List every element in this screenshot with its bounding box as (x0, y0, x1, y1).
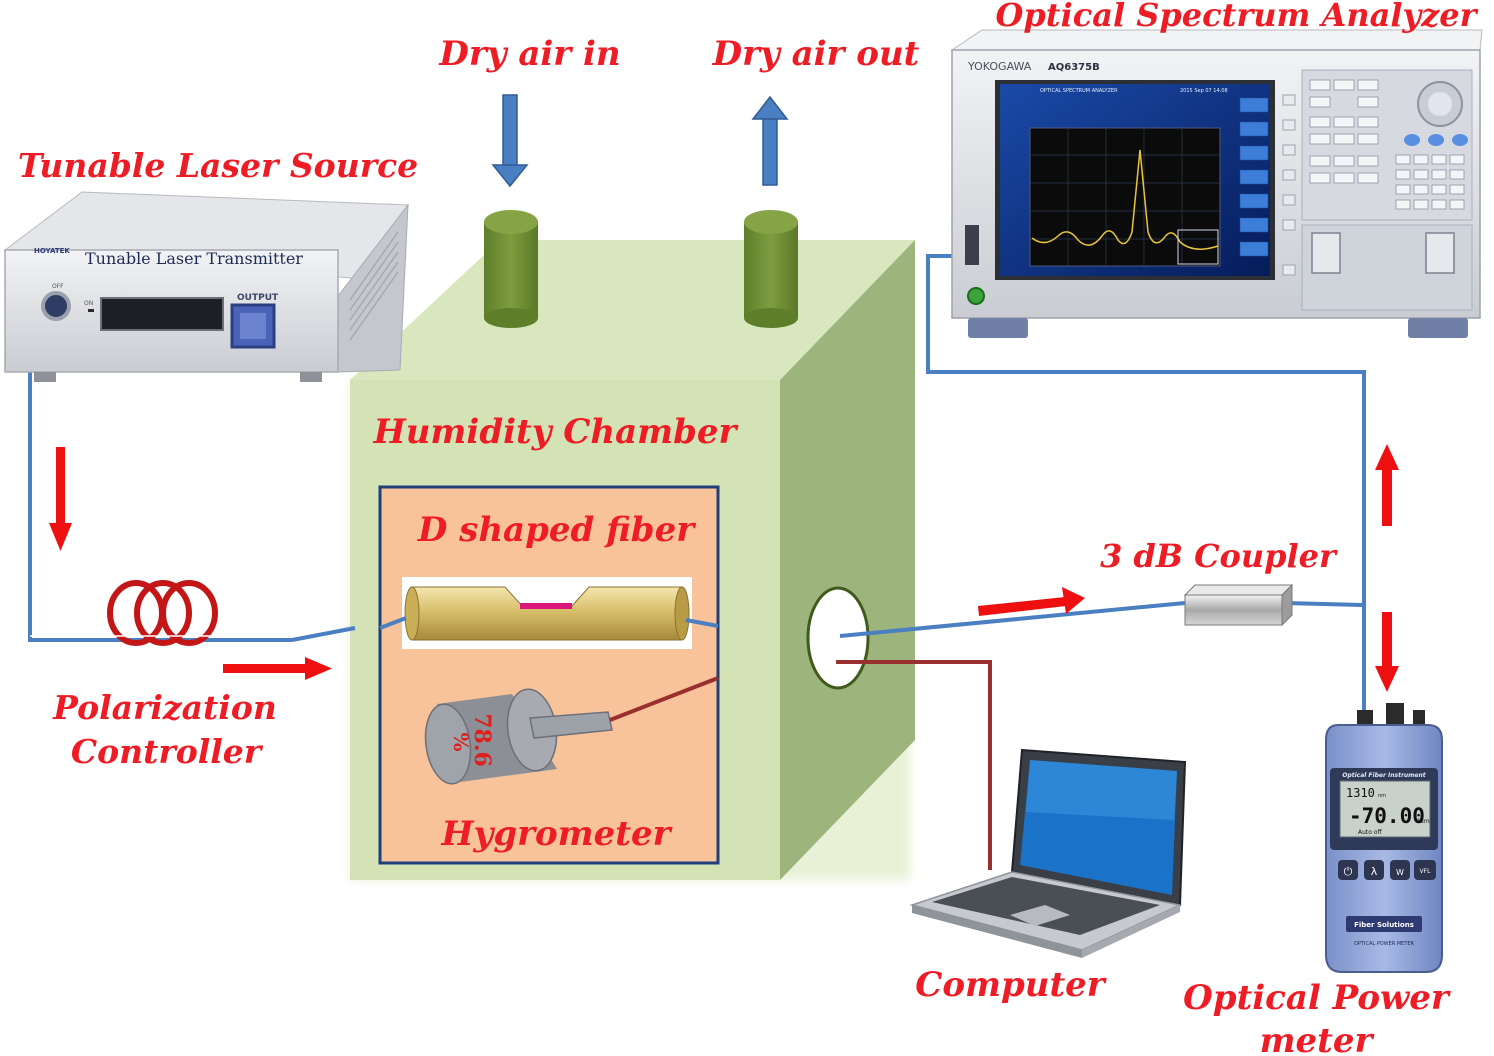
sensing-region (520, 603, 572, 609)
label-computer: Computer (915, 965, 1107, 1005)
wire-to-computer (836, 660, 992, 870)
osa-model: AQ6375B (1048, 62, 1100, 73)
hygrometer-reading: 78.6 (469, 713, 495, 767)
arrow-right-controller (223, 657, 332, 680)
osa-screen-header: OPTICAL SPECTRUM ANALYZER (1040, 88, 1118, 94)
meter-wavelength: 1310 (1346, 786, 1375, 800)
chamber-port (806, 586, 870, 690)
computer-laptop (909, 748, 1187, 958)
meter-buttons: ⏻ λ W VFL (1338, 860, 1436, 880)
label-osa: Optical Spectrum Analyzer (996, 0, 1479, 34)
arrow-right-coupler (978, 587, 1085, 616)
meter-reading-unit: dBm (1416, 818, 1430, 825)
power-meter-device: Optical Fiber Instrument 1310 nm -70.00 … (1325, 703, 1443, 973)
label-power-meter-2: meter (1260, 1021, 1375, 1056)
osa-brand: YOKOGAWA (967, 60, 1032, 73)
label-hygrometer: Hygrometer (440, 814, 672, 854)
arrow-down-power-meter (1375, 612, 1399, 692)
laser-indicator (88, 309, 94, 312)
laser-on-label: ON (84, 300, 93, 307)
wire-hygrometer (609, 676, 719, 722)
meter-brand: Fiber Solutions (1354, 921, 1414, 929)
meter-status: Auto off (1358, 829, 1383, 836)
meter-lcd (1339, 780, 1431, 838)
label-dry-air-in: Dry air in (438, 34, 620, 74)
laser-off-label: OFF (52, 283, 64, 290)
air-inlet-pipe (484, 210, 538, 328)
osa-spectrum-trace (1031, 149, 1219, 250)
laser-panel-text: Tunable Laser Transmitter (85, 249, 303, 268)
osa-device: YOKOGAWA AQ6375B OPTICAL SPECTRUM ANALYZ… (950, 29, 1483, 338)
svg-text:⏻: ⏻ (1344, 865, 1353, 878)
osa-screen-date: 2015 Sep 07 14:08 (1180, 88, 1228, 94)
laser-display (100, 297, 224, 331)
meter-reading: -70.00 (1349, 804, 1425, 828)
d-shaped-fiber (404, 586, 690, 641)
fiber-to-osa (926, 254, 1366, 605)
label-humidity-chamber: Humidity Chamber (373, 412, 739, 452)
meter-vfl-button: VFL (1420, 868, 1432, 875)
tunable-laser-device: HOYATEK Tunable Laser Transmitter OFF ON… (3, 191, 409, 382)
label-polarization-2: Controller (71, 732, 264, 771)
osa-usb-port (965, 225, 979, 265)
meter-wavelength-unit: nm (1378, 793, 1386, 799)
laser-brand: HOYATEK (34, 247, 70, 255)
fiber-coupler-out (1284, 601, 1363, 607)
hygrometer-device: 78.6 % (424, 688, 613, 785)
hygrometer-unit: % (449, 732, 473, 751)
fiber-controller-to-chamber (291, 626, 356, 642)
diagram-labels: Dry air in Dry air out Optical Spectrum … (18, 0, 1479, 1056)
arrow-down-laser (49, 447, 72, 551)
meter-footer: OPTICAL POWER METER (1354, 941, 1415, 947)
laser-power-knob (41, 291, 71, 321)
signal-arrows (49, 444, 1399, 692)
data-wires (609, 660, 992, 870)
laser-output-label: OUTPUT (237, 293, 279, 303)
label-power-meter-1: Optical Power (1183, 978, 1451, 1018)
air-in-arrow (491, 94, 529, 188)
fiber-d-fiber-out (685, 618, 719, 628)
air-outlet-pipe (744, 210, 798, 328)
polarization-controller-coils (107, 580, 218, 646)
label-dry-air-out: Dry air out (712, 34, 920, 74)
label-d-shaped-fiber: D shaped fiber (417, 510, 696, 550)
air-out-arrow (751, 95, 789, 186)
meter-lambda-button: λ (1371, 865, 1378, 878)
fiber-chamber-to-d-fiber (379, 616, 407, 630)
label-coupler: 3 dB Coupler (1100, 537, 1338, 575)
fiber-chamber-to-coupler (839, 601, 1186, 638)
meter-w-button: W (1396, 868, 1404, 877)
label-polarization-1: Polarization (52, 688, 277, 727)
coupler-device (1183, 583, 1294, 627)
osa-power-button (967, 287, 985, 305)
osa-plot-area (1029, 127, 1221, 267)
meter-title: Optical Fiber Instrument (1342, 772, 1426, 779)
arrow-up-osa (1375, 444, 1399, 526)
label-laser-source: Tunable Laser Source (18, 146, 418, 185)
chamber-side-face (780, 240, 915, 880)
